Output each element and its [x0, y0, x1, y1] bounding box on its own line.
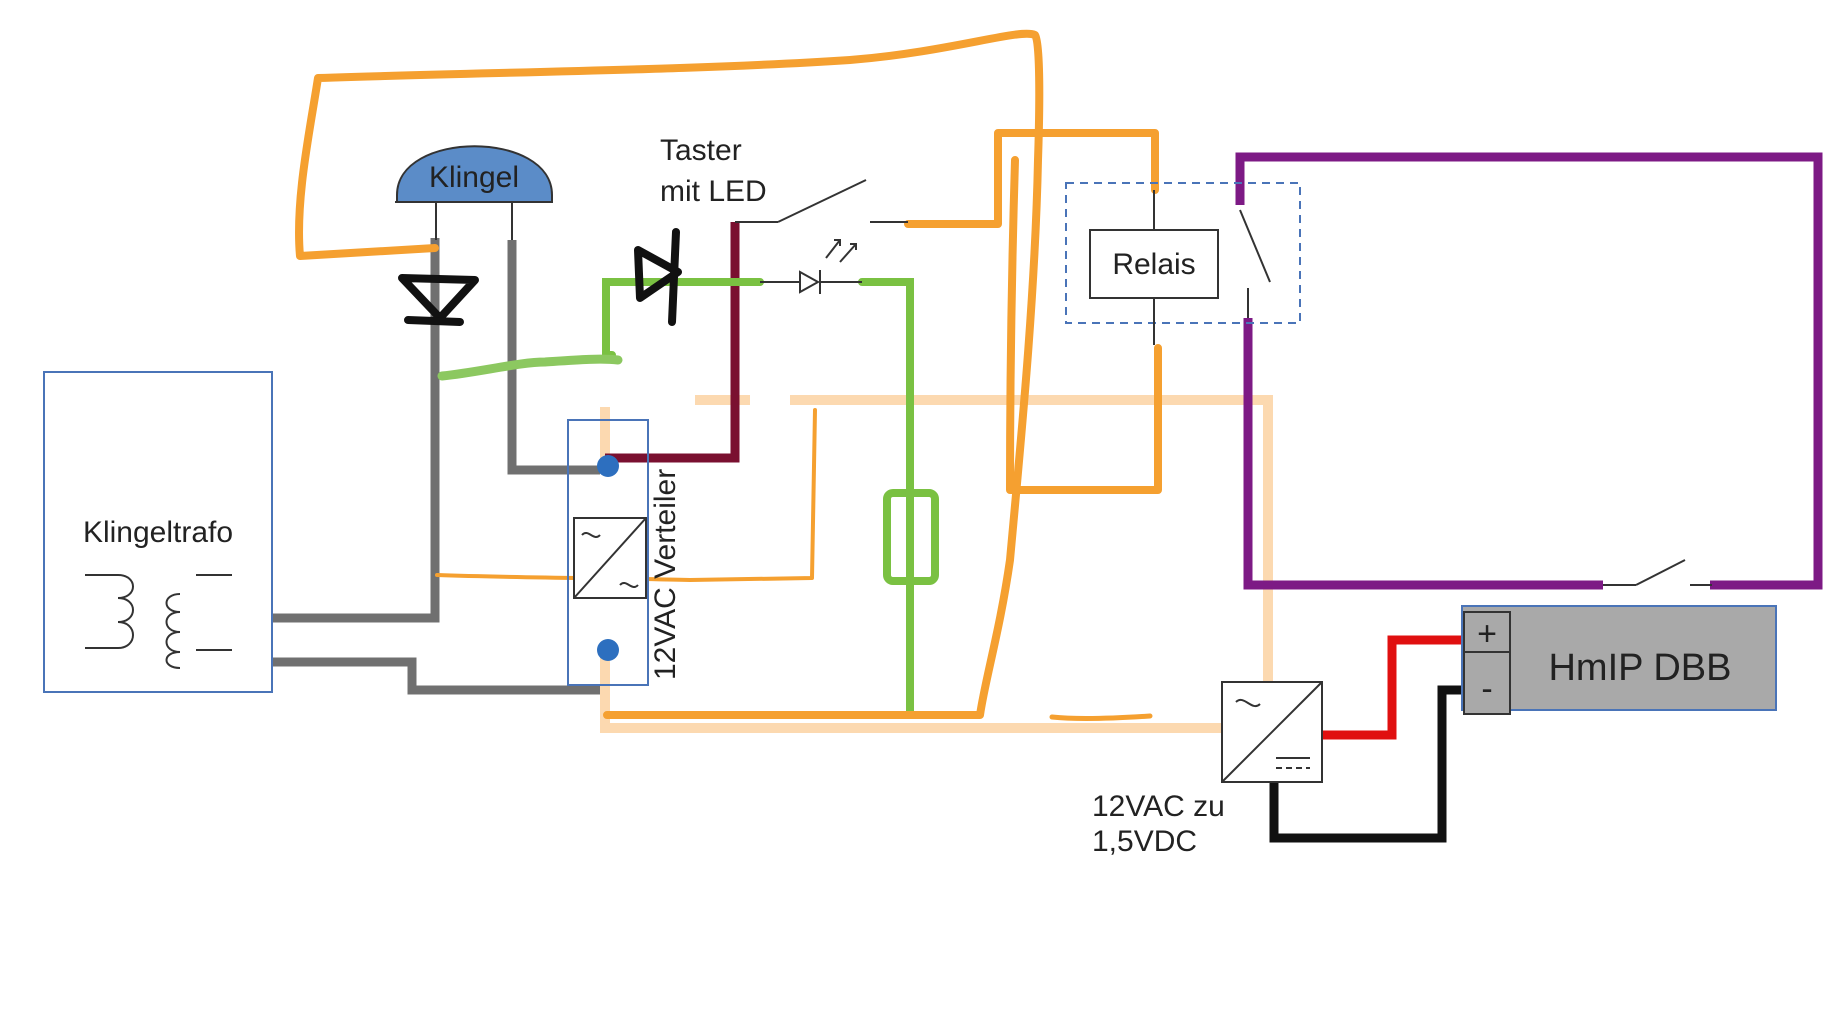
- purple-switch: [1603, 559, 1712, 586]
- diode-klingel-bar: [404, 316, 464, 326]
- relais-dashed-frame: [1065, 182, 1301, 324]
- hmip-plus-sign: +: [1477, 615, 1497, 653]
- orange-wire-relay-top: [904, 129, 1159, 228]
- hmip-minus-terminal: [1463, 651, 1511, 715]
- dc-converter-label-line1: 12VAC zu: [1092, 790, 1225, 823]
- relais-label: Relais: [1112, 248, 1195, 281]
- hmip-plus-terminal: [1463, 611, 1511, 653]
- led-ray-2: [839, 243, 857, 263]
- orange-wire-relay-loop: [1006, 156, 1162, 494]
- relais: Relais: [1065, 182, 1301, 345]
- trafo-coil-secondary: [165, 574, 232, 669]
- hmip-box: [1461, 605, 1777, 711]
- led-triangle: [799, 270, 821, 294]
- klingeltrafo-label: Klingeltrafo: [83, 516, 233, 549]
- green-wires: [437, 278, 939, 716]
- grey-wire-klingel-right: [507, 240, 600, 475]
- trafo-coil-primary: [85, 574, 134, 649]
- darkred-wire: [605, 222, 740, 463]
- dc-converter-diag: [1221, 681, 1323, 783]
- klingel-bell: Klingel: [395, 145, 553, 240]
- grey-wires: [232, 238, 600, 695]
- led-ray-head-1: [834, 239, 841, 246]
- green-component: [883, 489, 939, 585]
- dc-converter-label-line2: 1,5VDC: [1092, 825, 1197, 858]
- hmip-minus-sign: -: [1481, 670, 1492, 708]
- grey-wire-lower: [232, 657, 600, 695]
- grey-wire-upper: [232, 238, 440, 623]
- diode-klingel-triangle: [398, 274, 479, 322]
- taster-lever: [777, 179, 867, 223]
- purple-wire-loop: [1235, 152, 1823, 590]
- purple-wire-bottom: [1243, 318, 1603, 590]
- led-symbol: [760, 239, 862, 294]
- relais-contact-lever: [1239, 209, 1271, 283]
- black-wire: [1269, 685, 1465, 843]
- klingel-label: Klingel: [429, 161, 519, 194]
- purple-wires: [1235, 152, 1823, 590]
- taster-switch: [735, 179, 908, 223]
- dc-converter-tilde: [1235, 699, 1261, 707]
- verteiler-frame: [567, 419, 649, 686]
- orange-wire-stub: [1049, 713, 1153, 722]
- klingeltrafo: Klingeltrafo: [43, 371, 273, 693]
- taster-label-line1: Taster: [660, 134, 742, 167]
- diode-green: [634, 228, 682, 326]
- diode-klingel: [398, 274, 479, 326]
- verteiler: 12VAC Verteiler: [567, 419, 682, 686]
- red-wire: [1322, 635, 1465, 740]
- purple-switch-lever: [1635, 559, 1686, 586]
- taster-label-line2: mit LED: [660, 175, 767, 208]
- verteiler-terminal-top: [597, 455, 619, 477]
- verteiler-tilde-bottom: [619, 582, 639, 588]
- peach-wire-top: [695, 395, 1273, 695]
- hmip-dbb: + - HmIP DBB: [1461, 605, 1777, 715]
- orange-wire-big-loop: [295, 29, 1044, 719]
- led-ray-1: [825, 239, 841, 259]
- diode-green-bar: [668, 228, 680, 326]
- verteiler-label: 12VAC Verteiler: [649, 469, 682, 680]
- klingeltrafo-box: [43, 371, 273, 693]
- verteiler-terminal-bottom: [597, 639, 619, 661]
- peach-wire-bottom: [600, 655, 1227, 733]
- green-wire-led: [858, 278, 914, 716]
- diode-green-triangle: [634, 246, 682, 302]
- green-wire-handdrawn: [437, 354, 623, 381]
- verteiler-tilde-top: [581, 532, 601, 538]
- hmip-label: HmIP DBB: [1548, 647, 1731, 689]
- klingel-dome: [396, 145, 553, 203]
- verteiler-converter-diag: [573, 517, 647, 599]
- led-ray-head-2: [850, 243, 857, 250]
- dc-converter: 12VAC zu 1,5VDC: [1092, 681, 1323, 858]
